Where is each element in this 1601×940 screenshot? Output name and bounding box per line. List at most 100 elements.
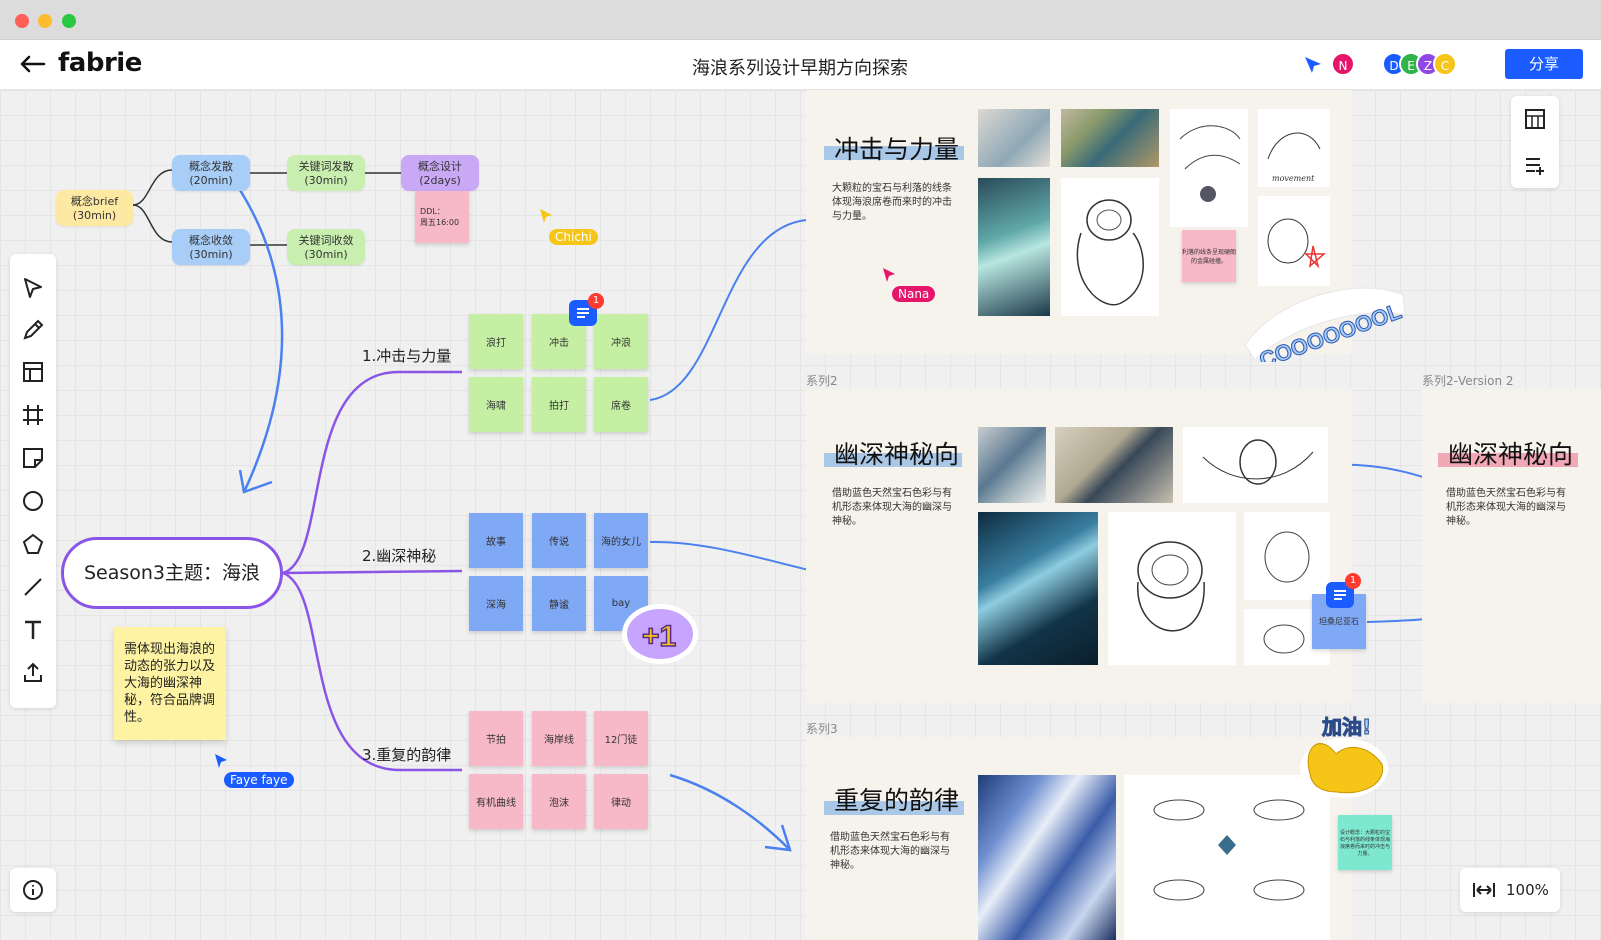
deep-sea-photo[interactable] <box>978 512 1098 665</box>
fit-width-icon[interactable] <box>1472 881 1496 899</box>
maximize-window-button[interactable] <box>62 14 76 28</box>
pen-tool-icon[interactable] <box>21 318 45 342</box>
zoom-control[interactable]: 100% <box>1460 868 1560 912</box>
layout-panel-icon[interactable] <box>1524 108 1546 130</box>
frame-2v2-heading[interactable]: 幽深神秘向 <box>1448 440 1574 469</box>
flow-concept-design[interactable]: 概念设计 (2days) <box>401 155 479 191</box>
sticky-b3-6[interactable]: 律动 <box>594 774 648 829</box>
flow-converge[interactable]: 概念收敛 (30min) <box>172 229 250 265</box>
frame-series-2-v2[interactable]: 幽深神秘向 借助蓝色天然宝石色彩与有机形态来体现大海的幽深与神秘。 <box>1422 389 1601 703</box>
comment-badge: 1 <box>588 293 604 309</box>
sticky-b2-4[interactable]: 深海 <box>469 576 523 631</box>
comment-icon[interactable] <box>569 300 597 326</box>
sticky-b2-2[interactable]: 传说 <box>532 513 586 568</box>
nana-cursor-icon <box>883 268 895 282</box>
sticky-b1-4[interactable]: 海啸 <box>469 377 523 432</box>
frame-1-text[interactable]: 大颗粒的宝石与利落的线条体现海浪席卷而来时的冲击与力量。 <box>832 183 952 222</box>
flow-keyword-diverge[interactable]: 关键词发散 (30min) <box>287 155 365 191</box>
sticky-b2-1[interactable]: 故事 <box>469 513 523 568</box>
sticky-b1-5[interactable]: 拍打 <box>532 377 586 432</box>
add-list-icon[interactable] <box>1524 154 1546 176</box>
ring-sketch-3[interactable]: movement <box>1258 109 1330 187</box>
ring-sketch-4[interactable] <box>1258 196 1330 286</box>
cool-sticker[interactable]: COOOOOOOL <box>1235 270 1410 362</box>
polygon-tool-icon[interactable] <box>21 532 45 556</box>
user-tag-chichi: Chichi <box>549 229 598 245</box>
frame-1-sticky[interactable]: 利落的线条呈现硬朗的金属碰撞。 <box>1182 230 1236 282</box>
gem-photo-2[interactable] <box>1061 109 1159 167</box>
sticky-b3-5[interactable]: 泡沫 <box>532 774 586 829</box>
ddl-sticky[interactable]: DDL： 周五16:00 <box>415 191 469 243</box>
sticky-b3-2[interactable]: 海岸线 <box>532 711 586 766</box>
sticky-b1-3[interactable]: 冲浪 <box>594 314 648 369</box>
branch-label-3[interactable]: 3.重复的韵律 <box>362 746 452 764</box>
minimize-window-button[interactable] <box>38 14 52 28</box>
gem-photo-1[interactable] <box>978 109 1050 167</box>
frame-3-sticky[interactable]: 设计概念：大颗粒的宝石与利落的线条体现海浪席卷而来时的冲击与力量。 <box>1338 815 1392 870</box>
heading-highlight <box>824 146 964 160</box>
document-title[interactable]: 海浪系列设计早期方向探索 <box>692 58 908 79</box>
sticky-b1-1[interactable]: 浪打 <box>469 314 523 369</box>
sticky-b3-4[interactable]: 有机曲线 <box>469 774 523 829</box>
ring-sketch-2[interactable] <box>1170 109 1248 227</box>
avatar-c[interactable]: C <box>1433 52 1457 76</box>
branch-label-1[interactable]: 1.冲击与力量 <box>362 347 452 365</box>
frame-3-text[interactable]: 借助蓝色天然宝石色彩与有机形态来体现大海的幽深与神秘。 <box>830 832 950 871</box>
avatar-n[interactable]: N <box>1331 52 1355 76</box>
cursor-follow-icon[interactable] <box>1303 55 1323 75</box>
ring-sketch-6[interactable] <box>1108 512 1236 665</box>
app-logo[interactable]: fabrie <box>58 48 142 78</box>
frame-tool-icon[interactable] <box>21 403 45 427</box>
frame-2v2-text[interactable]: 借助蓝色天然宝石色彩与有机形态来体现大海的幽深与神秘。 <box>1446 488 1566 527</box>
flow-brief[interactable]: 概念brief (30min) <box>56 190 133 226</box>
plus-one-sticker[interactable]: +1 <box>620 600 702 670</box>
frame-series-3[interactable]: 重复的韵律 借助蓝色天然宝石色彩与有机形态来体现大海的幽深与神秘。 设计概念：大… <box>806 737 1392 940</box>
sticky-b1-6[interactable]: 席卷 <box>594 377 648 432</box>
flow-keyword-converge[interactable]: 关键词收敛 (30min) <box>287 229 365 265</box>
back-arrow-icon[interactable] <box>20 54 46 74</box>
avatar-e[interactable]: E <box>1399 52 1423 76</box>
frame-2v2-label: 系列2-Version 2 <box>1422 374 1514 388</box>
jiayou-sticker[interactable]: 加油! <box>1292 704 1404 800</box>
template-tool-icon[interactable] <box>21 360 45 384</box>
ring-sketch-7[interactable] <box>1244 512 1330 600</box>
close-window-button[interactable] <box>15 14 29 28</box>
frame-series-2[interactable]: 幽深神秘向 借助蓝色天然宝石色彩与有机形态来体现大海的幽深与神秘。 坦桑尼亚石 <box>806 389 1366 703</box>
sticky-b3-3[interactable]: 12门徒 <box>594 711 648 766</box>
sticky-b2-3[interactable]: 海的女儿 <box>594 513 648 568</box>
ring-sketch-9[interactable] <box>1124 775 1330 940</box>
sticky-b2-5[interactable]: 静谧 <box>532 576 586 631</box>
frame-2-text[interactable]: 借助蓝色天然宝石色彩与有机形态来体现大海的幽深与神秘。 <box>832 488 952 527</box>
comment-lines-icon <box>577 308 589 318</box>
upload-tool-icon[interactable] <box>21 661 45 685</box>
ellipse-tool-icon[interactable] <box>21 489 45 513</box>
branch-label-2[interactable]: 2.幽深神秘 <box>362 547 437 565</box>
sticky-note-tool-icon[interactable] <box>21 446 45 470</box>
gem-photo-4[interactable] <box>1055 427 1173 503</box>
share-button[interactable]: 分享 <box>1505 49 1583 79</box>
connector-lines <box>132 169 1567 852</box>
sketch-text: movement <box>1272 174 1315 183</box>
info-button[interactable] <box>10 868 56 912</box>
flow-diverge[interactable]: 概念发散 (20min) <box>172 155 250 191</box>
frame-2-heading[interactable]: 幽深神秘向 <box>834 440 960 469</box>
gem-photo-3[interactable] <box>978 427 1046 503</box>
sticky-b3-1[interactable]: 节拍 <box>469 711 523 766</box>
frame-1-heading[interactable]: 冲击与力量 <box>834 135 960 164</box>
requirement-note[interactable]: 需体现出海浪的动态的张力以及大海的幽深神秘，符合品牌调性。 <box>114 627 226 740</box>
line-tool-icon[interactable] <box>21 575 45 599</box>
frame-3-heading[interactable]: 重复的韵律 <box>834 786 960 815</box>
central-topic[interactable]: Season3主题：海浪 <box>61 537 283 609</box>
frame-series-1[interactable]: 冲击与力量 大颗粒的宝石与利落的线条体现海浪席卷而来时的冲击与力量。 利落的线条… <box>806 90 1352 354</box>
whiteboard-canvas[interactable]: 概念brief (30min) 概念发散 (20min) 概念收敛 (30min… <box>0 90 1601 940</box>
ring-sketch-drawing-5 <box>1202 439 1314 485</box>
ring-sketch-1[interactable] <box>1061 178 1159 316</box>
ring-sketch-drawing-4 <box>1267 218 1327 269</box>
ring-sketch-drawing <box>1076 199 1144 306</box>
select-tool-icon[interactable] <box>21 276 45 300</box>
text-tool-icon[interactable] <box>21 618 45 642</box>
blue-wave-artwork[interactable] <box>978 775 1116 940</box>
wave-photo[interactable] <box>978 178 1050 316</box>
ring-sketch-5[interactable] <box>1183 427 1328 503</box>
frame-3-label: 系列3 <box>806 722 838 736</box>
